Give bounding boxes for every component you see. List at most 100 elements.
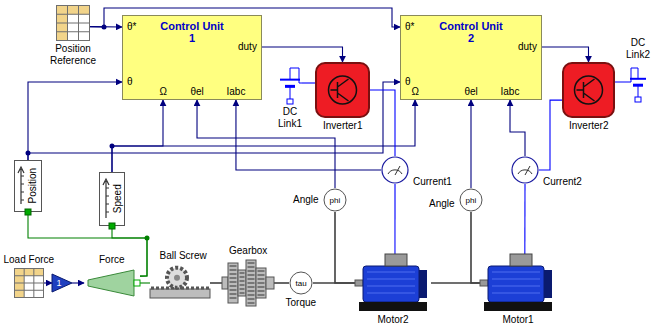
- rotational-shaft: [471, 212, 480, 283]
- dc-source-part: [633, 84, 643, 87]
- angle-sensor: phiAngle: [459, 188, 483, 212]
- table-source-part: [15, 283, 44, 284]
- inverter-part: [575, 76, 603, 104]
- motor-part: [488, 266, 544, 302]
- node-text: Torque: [286, 297, 317, 309]
- speed-sensor-part: [106, 188, 109, 189]
- node-label: Position: [27, 168, 39, 204]
- motor-part: [492, 286, 540, 287]
- gearbox-part: [238, 270, 246, 296]
- rotational-shaft: [335, 212, 355, 283]
- dc-source: DC Link1: [278, 62, 302, 104]
- junction-dot: [102, 25, 107, 30]
- gearbox-part: [240, 272, 245, 294]
- gearbox-part: [230, 265, 237, 301]
- junction-dot: [26, 151, 31, 156]
- inverter-part: [577, 79, 595, 101]
- dc-source-part: [290, 68, 302, 100]
- node-text: θ: [405, 76, 411, 88]
- motor-part: [484, 302, 552, 311]
- speed-sensor: Speed: [99, 172, 125, 226]
- node-text: Iabc: [227, 86, 246, 98]
- angle-sensor-part: [324, 189, 346, 211]
- current-sensor-part: [512, 157, 538, 183]
- node-label: Load Force: [4, 254, 55, 266]
- inverter-part: [329, 76, 357, 104]
- motor-part: [359, 302, 427, 311]
- table-source-shape: [56, 5, 90, 41]
- ball-screw-part: [174, 275, 180, 281]
- signal-line: [44, 282, 52, 283]
- motor-part: [492, 272, 540, 273]
- node-label: phi: [330, 196, 341, 205]
- node-label: phi: [466, 196, 477, 205]
- position-sensor-part: [21, 176, 24, 177]
- motor-part: [367, 286, 415, 287]
- node-label: Inverter2: [569, 120, 608, 132]
- junction-dot: [145, 236, 150, 241]
- position-sensor: Position: [14, 160, 42, 212]
- node-text: duty: [518, 41, 537, 53]
- table-source-part: [57, 23, 90, 24]
- speed-sensor-part: [109, 223, 115, 229]
- motor-part: [510, 254, 532, 266]
- dc-source-part: [630, 78, 646, 80]
- motor-shape: [480, 254, 556, 312]
- node-text: duty: [238, 41, 257, 53]
- table-source: Position Reference: [56, 5, 90, 41]
- power-wire: [370, 90, 395, 156]
- translational-link: [112, 226, 147, 276]
- motor-part: [419, 270, 427, 298]
- junction-dot: [110, 144, 115, 149]
- ball-screw-part: [150, 289, 210, 298]
- translational-link: [140, 282, 150, 283]
- force-source-part: [88, 270, 134, 296]
- dc-source-part: [280, 79, 300, 81]
- speed-sensor-part: [103, 179, 109, 218]
- table-source-shape: [14, 268, 44, 298]
- speed-sensor-part: [106, 204, 109, 205]
- dc-source-part: [628, 68, 638, 98]
- inverter: Inverter2: [562, 62, 615, 118]
- table-source-part: [57, 6, 90, 41]
- node-label: Motor1: [503, 314, 534, 326]
- current-sensor-part: [518, 166, 532, 175]
- dc-source-shape: [628, 62, 648, 102]
- motor: Motor1: [480, 254, 556, 312]
- signal-line: [28, 82, 122, 160]
- signal-line: [262, 47, 343, 62]
- dc-source-part: [285, 85, 295, 88]
- dc-source-part: [287, 99, 293, 104]
- control-block-part: [401, 16, 542, 100]
- inverter-shape: [562, 62, 615, 118]
- gearbox-part: [228, 263, 238, 303]
- torque-sensor: tauTorque: [289, 271, 313, 295]
- node-label: Current2: [543, 176, 582, 188]
- current-sensor: Current2: [511, 156, 539, 184]
- inverter-part: [316, 63, 369, 117]
- signal-line: [510, 100, 525, 156]
- inverter-shape: [315, 62, 370, 118]
- force-source-part: [134, 280, 140, 286]
- gain-block-part: [52, 274, 72, 292]
- table-source-part: [33, 269, 34, 298]
- current-sensor-part: [388, 166, 402, 175]
- table-source-part: [15, 269, 44, 298]
- current-sensor-shape: [511, 156, 539, 184]
- node-text: Angle: [293, 194, 319, 206]
- node-label: tau: [296, 279, 307, 288]
- gearbox-part: [266, 277, 274, 289]
- gearbox-part: [222, 277, 228, 289]
- node-label: Control Unit 1: [157, 20, 227, 45]
- gearbox-part: [248, 262, 255, 304]
- motor-part: [492, 293, 540, 294]
- gearbox-part: [246, 260, 256, 306]
- motor-part: [363, 266, 419, 302]
- node-text: θ*: [127, 21, 136, 33]
- node-text: Iabc: [501, 86, 520, 98]
- power-wire: [539, 100, 562, 170]
- motor: Motor2: [355, 254, 431, 312]
- motor-part: [367, 279, 415, 280]
- node-text: θel: [191, 86, 204, 98]
